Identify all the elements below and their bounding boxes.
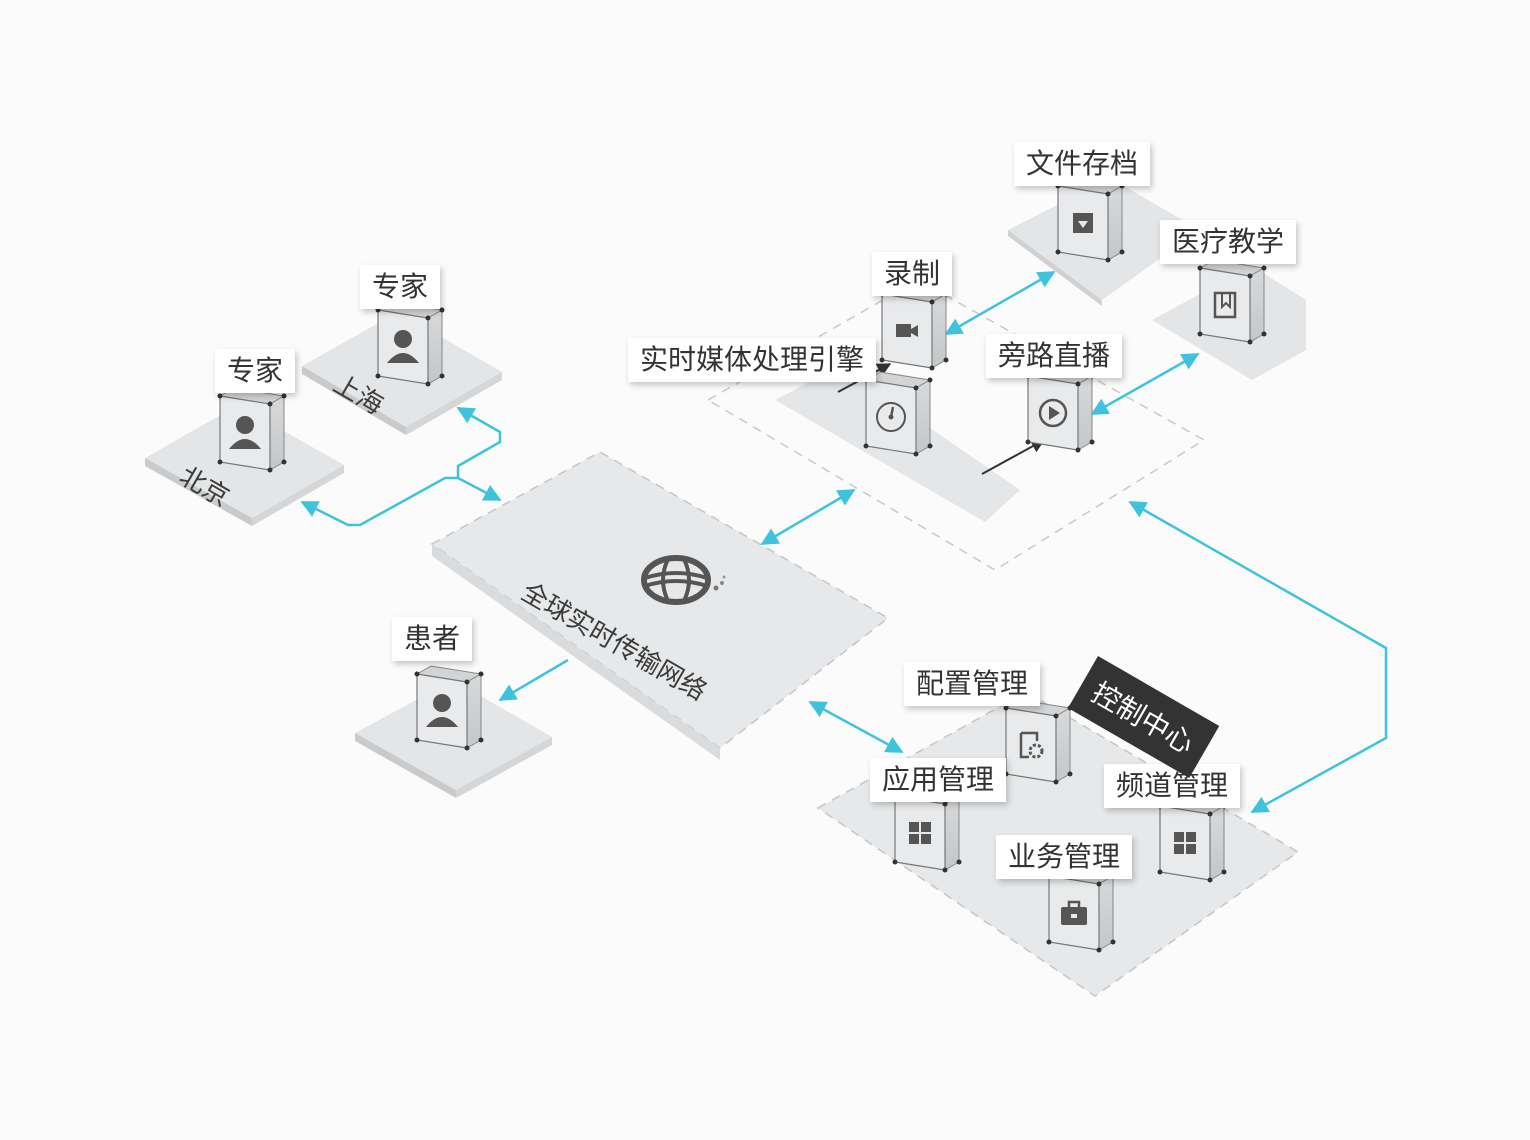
beijing-connector	[300, 476, 502, 527]
patient-label: 患者	[392, 617, 473, 661]
settings-icon	[1019, 731, 1044, 759]
gauge-icon	[876, 402, 906, 432]
media-region	[706, 279, 1206, 571]
download-icon	[1073, 213, 1093, 233]
apps-icon	[909, 822, 931, 844]
network-media-connector	[760, 488, 856, 546]
engine-bypass-arrow	[981, 439, 1046, 475]
patient-connector	[498, 658, 569, 702]
bypass-label: 旁路直播	[986, 334, 1123, 378]
engine-label: 实时媒体处理引擎	[628, 338, 877, 382]
teaching-device	[1197, 259, 1267, 345]
briefcase-icon	[1061, 900, 1087, 925]
recording-device	[879, 285, 949, 371]
recording-archive-connector	[944, 270, 1056, 336]
channel-device	[1157, 797, 1227, 883]
media-control-connector	[1128, 500, 1388, 814]
config-label: 配置管理	[904, 662, 1041, 706]
bypass-device	[1025, 367, 1095, 453]
person-icon	[229, 416, 261, 449]
config-device	[1003, 699, 1073, 785]
video-icon	[896, 324, 918, 337]
business-label: 业务管理	[996, 835, 1133, 879]
shanghai-device	[375, 301, 445, 387]
app-label: 应用管理	[870, 758, 1007, 802]
globe-icon	[641, 555, 726, 605]
beijing-expert-label: 专家	[215, 349, 296, 393]
person-icon	[387, 330, 419, 363]
business-device	[1046, 867, 1116, 953]
teaching-label: 医疗教学	[1160, 220, 1297, 264]
bypass-teaching-connector	[1090, 352, 1200, 416]
archive-label: 文件存档	[1014, 142, 1151, 186]
beijing-device	[217, 387, 287, 473]
apps-icon	[1174, 832, 1196, 854]
engine-device	[863, 371, 933, 457]
shanghai-expert-label: 专家	[360, 265, 441, 309]
network-control-connector	[808, 700, 904, 754]
archive-device	[1055, 177, 1125, 263]
person-icon	[426, 694, 458, 727]
play-icon	[1038, 398, 1068, 428]
patient-device	[414, 665, 484, 751]
recording-label: 录制	[872, 252, 953, 296]
shanghai-connector	[456, 406, 502, 478]
book-icon	[1213, 291, 1237, 319]
channel-label: 频道管理	[1104, 764, 1241, 808]
